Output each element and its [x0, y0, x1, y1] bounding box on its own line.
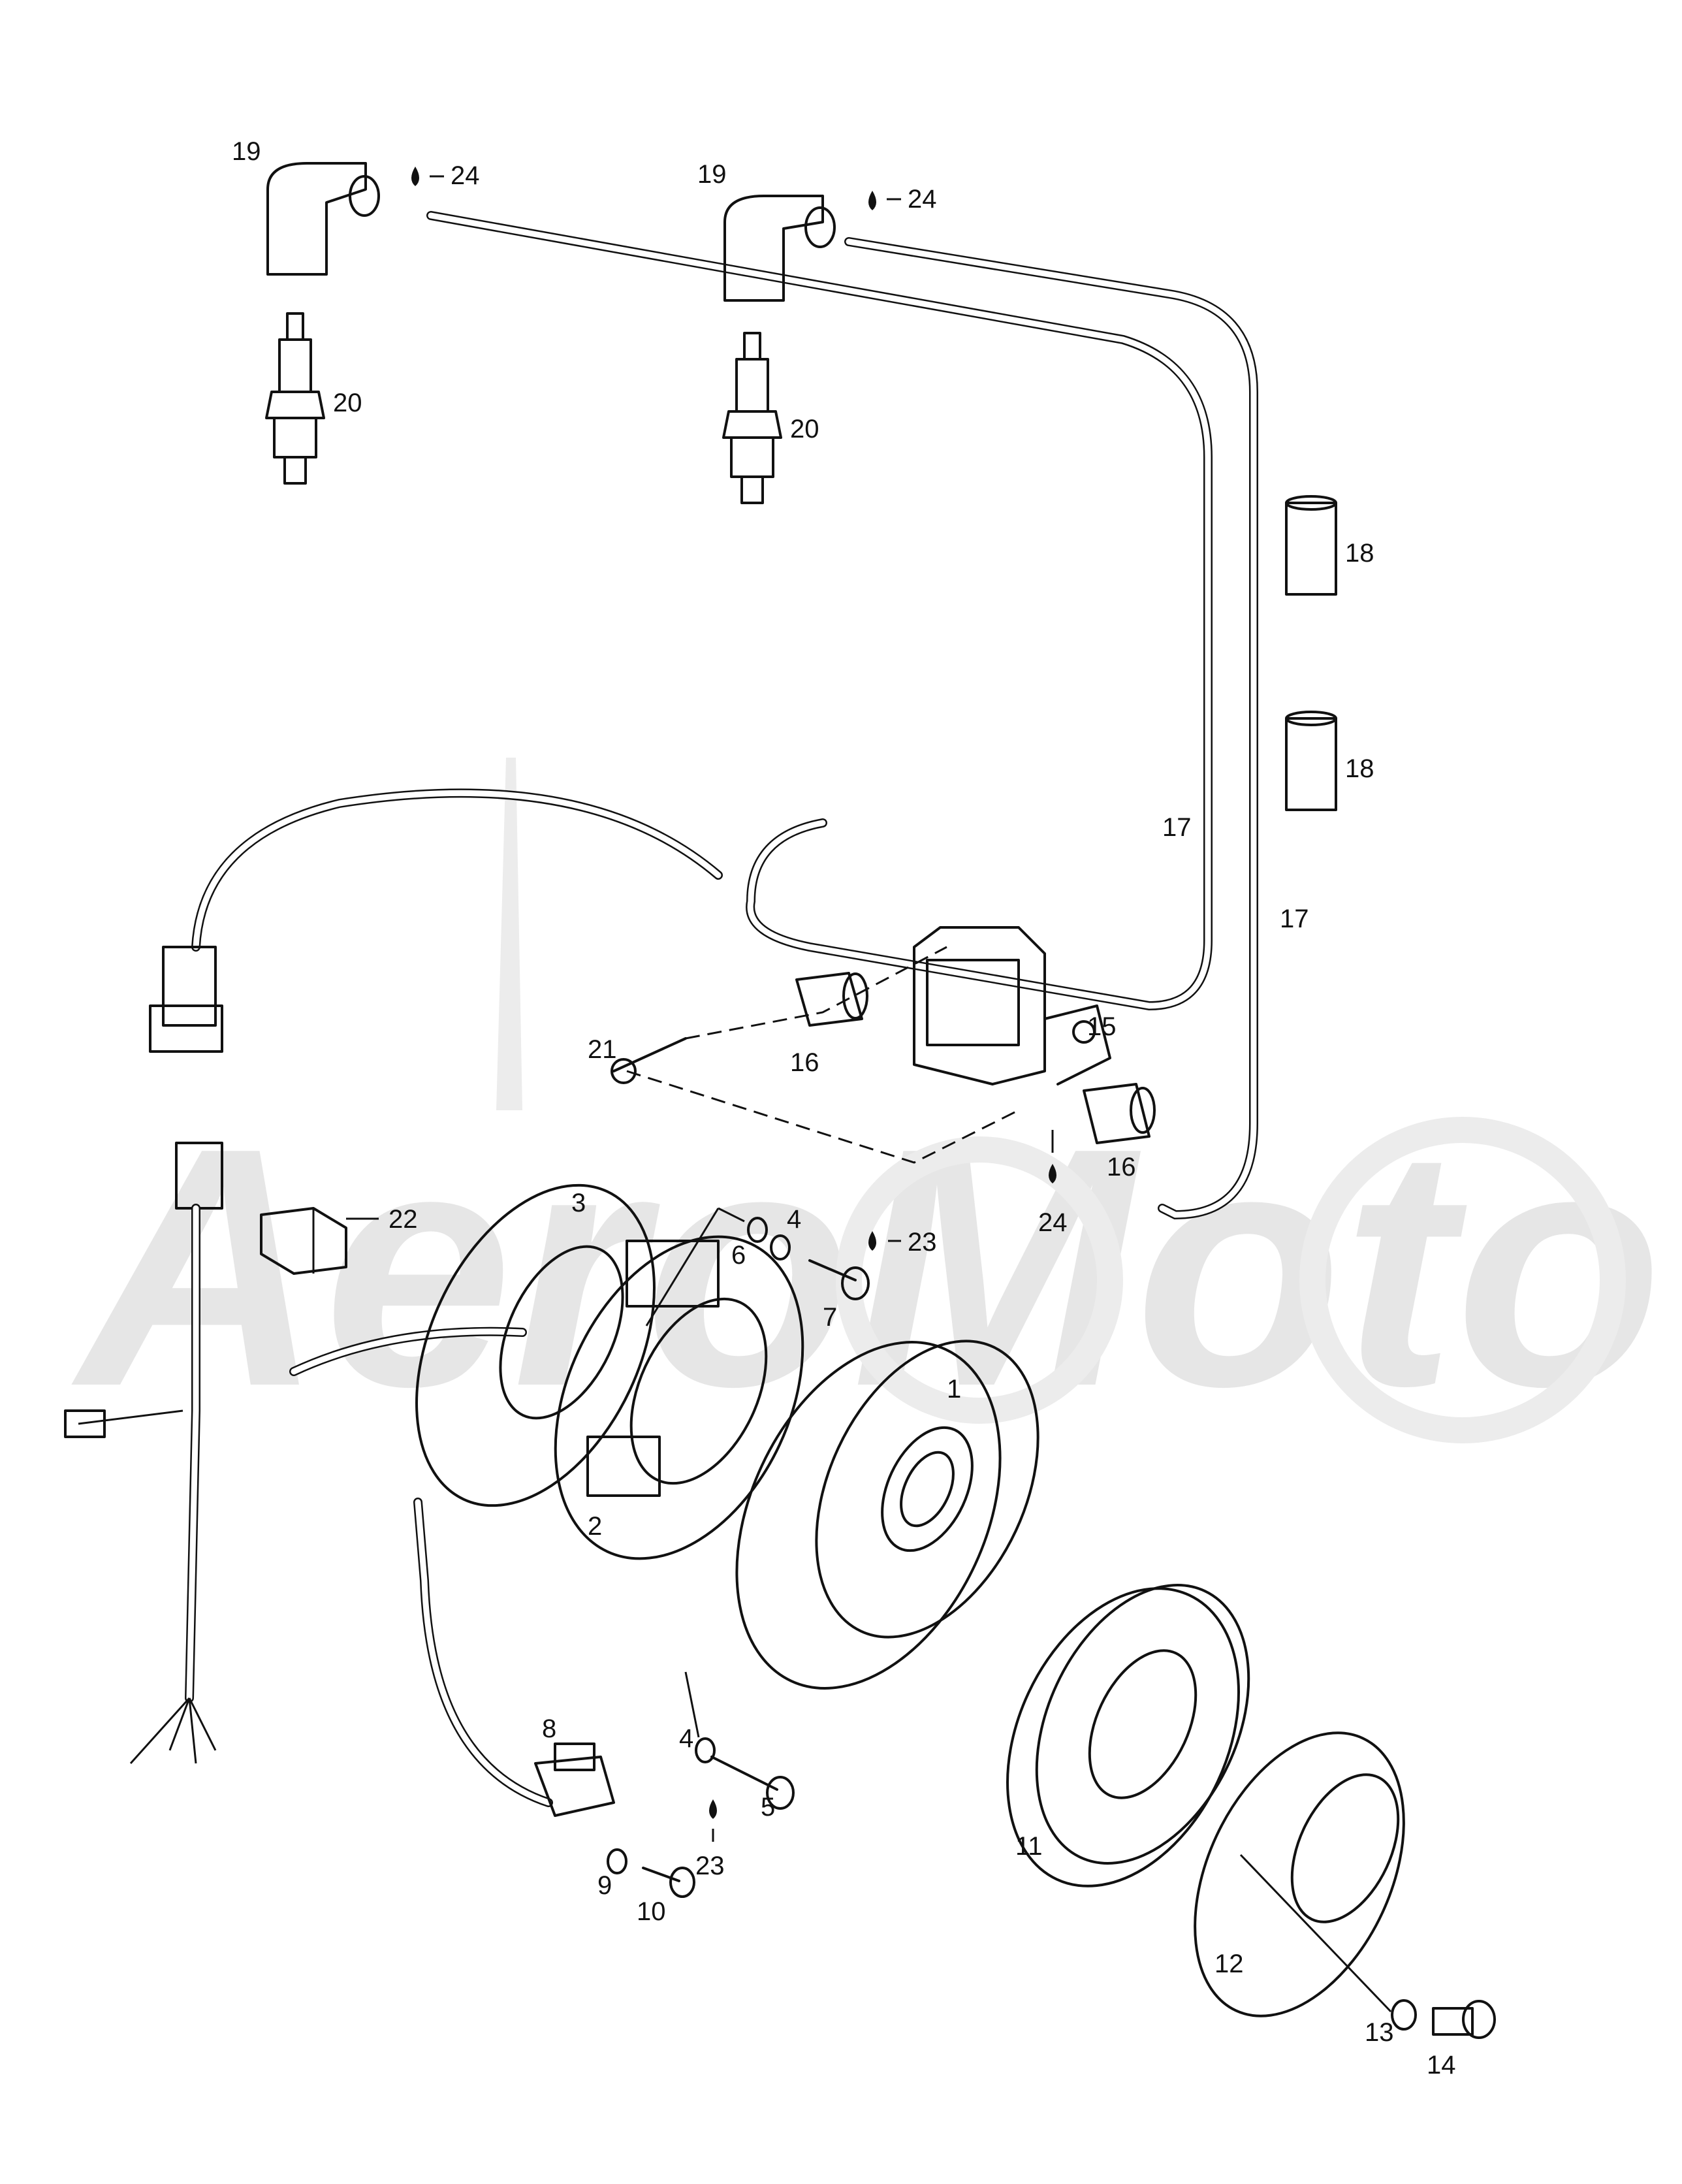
sleeve-upper [1285, 495, 1337, 596]
washer-13 [1391, 1999, 1417, 2031]
callout-7: 7 [823, 1303, 837, 1332]
callout-9: 9 [597, 1871, 612, 1900]
callout-18-lower: 18 [1345, 754, 1374, 783]
callout-22: 22 [389, 1205, 418, 1234]
ignition-coil [913, 926, 1111, 1085]
washer-6 [747, 1217, 768, 1243]
washer-4-upper [770, 1234, 791, 1261]
harness-lower [64, 1142, 527, 1765]
callout-21: 21 [588, 1035, 617, 1064]
callout-23-upper: 23 [908, 1228, 937, 1257]
callout-20-left: 20 [333, 389, 362, 417]
callout-12: 12 [1214, 1950, 1244, 1978]
callout-16-upper: 16 [790, 1048, 819, 1077]
coil-terminal-lower [1083, 1083, 1156, 1144]
callout-14: 14 [1427, 2051, 1456, 2080]
callout-17-outer: 17 [1280, 905, 1309, 933]
coil-terminal-upper [795, 972, 868, 1027]
callout-19-left: 19 [232, 137, 261, 166]
washer-4-lower [695, 1737, 716, 1763]
callout-20-right: 20 [790, 415, 819, 443]
callout-2: 2 [588, 1512, 602, 1541]
drop-icon-24a [411, 167, 419, 186]
callout-10: 10 [637, 1897, 666, 1926]
drop-icon-23a [868, 1231, 876, 1251]
callout-4-upper: 4 [787, 1205, 801, 1234]
coil-mount-dash [626, 946, 1019, 1164]
callout-1: 1 [947, 1375, 961, 1404]
sleeve-lower [1285, 711, 1337, 811]
callout-13: 13 [1365, 2018, 1394, 2047]
ht-wire-long [426, 211, 1213, 1011]
flywheel [735, 1340, 1039, 1690]
stator-plate [415, 1183, 656, 1507]
spark-plug-right [722, 332, 782, 504]
trigger-pickup [413, 1498, 615, 1817]
spark-plug-cap-left [266, 162, 380, 276]
screw-14 [1432, 2000, 1496, 2039]
drop-icon-24b [868, 191, 876, 210]
callout-17-inner: 17 [1162, 813, 1192, 842]
callout-4-lower: 4 [679, 1724, 693, 1753]
coil-screw [611, 1037, 687, 1084]
callout-6: 6 [731, 1241, 746, 1270]
screw-10 [642, 1867, 695, 1898]
leader-lines [346, 175, 1392, 2013]
callout-16-lower: 16 [1107, 1153, 1136, 1181]
callout-19-right: 19 [697, 160, 727, 189]
spark-plug-cap-right [723, 195, 836, 302]
callout-15: 15 [1087, 1012, 1117, 1041]
stator [554, 1235, 804, 1560]
ht-wire-short [844, 237, 1258, 1220]
spark-plug-left [265, 312, 325, 485]
callout-24-left: 24 [451, 161, 480, 190]
starter-drum [1006, 1584, 1250, 1887]
drop-icon-23b [709, 1799, 717, 1819]
starter-cover [1194, 1731, 1405, 2017]
washer-9 [607, 1848, 627, 1874]
callout-8: 8 [542, 1714, 556, 1743]
connector-housing [260, 1207, 347, 1275]
callout-11: 11 [1015, 1832, 1043, 1861]
screw-5 [710, 1756, 795, 1810]
callout-24-coil: 24 [1038, 1208, 1068, 1237]
callout-3: 3 [571, 1189, 586, 1217]
screw-7 [808, 1259, 870, 1300]
drop-icon-24c [1049, 1164, 1056, 1183]
callout-18-upper: 18 [1345, 539, 1374, 568]
harness-upper [149, 788, 723, 1053]
callout-23-lower: 23 [695, 1852, 725, 1880]
callout-5: 5 [761, 1793, 775, 1822]
callout-24-right: 24 [908, 185, 937, 214]
